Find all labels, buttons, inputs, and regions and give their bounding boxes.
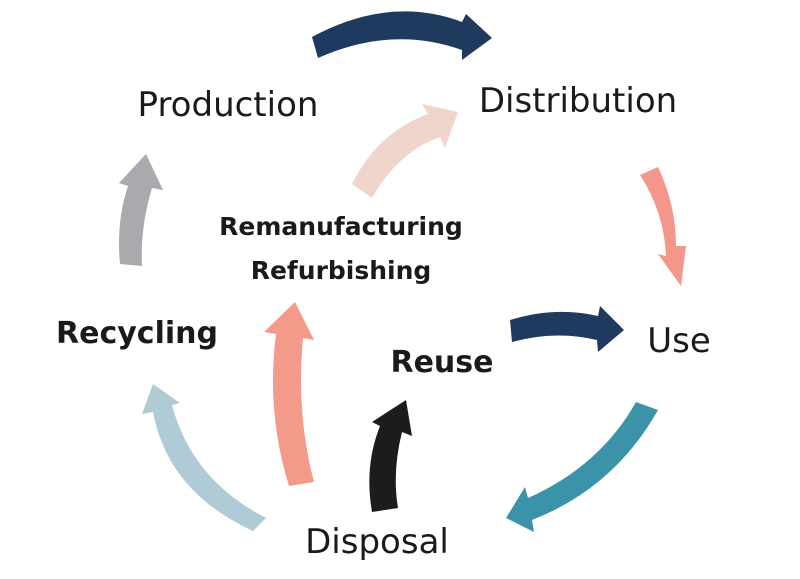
label-recycling: Recycling [56, 316, 218, 351]
label-distribution: Distribution [479, 81, 677, 121]
arrow-recycling-to-production [119, 154, 163, 266]
label-disposal: Disposal [305, 522, 449, 562]
arrow-distribution-to-use [640, 167, 686, 286]
arrow-disposal-to-reuse [369, 400, 412, 512]
arrow-use-to-disposal [506, 402, 658, 532]
arrow-refurbishing-to-distribution [352, 104, 458, 198]
arrow-production-to-distribution [312, 11, 492, 60]
label-use: Use [647, 321, 711, 361]
arrow-disposal-to-refurbishing [264, 302, 314, 486]
label-reuse: Reuse [390, 345, 493, 380]
arrow-reuse-to-use [510, 306, 624, 352]
label-refurbishing: Refurbishing [251, 256, 432, 285]
label-remanufacturing: Remanufacturing [219, 212, 463, 241]
label-production: Production [138, 85, 319, 125]
arrow-disposal-to-recycling [142, 384, 266, 531]
